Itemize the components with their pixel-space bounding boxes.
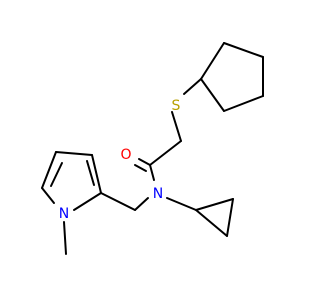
bond-to-nitrogen	[41, 187, 55, 204]
pyrrole-nitrogen-label: N	[59, 206, 69, 222]
bond-ch2-to-carbonyl	[149, 140, 182, 166]
bond-sulfur-to-ch2	[171, 111, 182, 142]
linker-bonds	[100, 192, 149, 211]
sulfur-atom-label: S	[172, 98, 181, 114]
bond	[41, 151, 57, 189]
amide-nitrogen-label: N	[153, 186, 163, 202]
bond	[223, 95, 264, 112]
cyclopropyl-ring	[166, 197, 234, 237]
bond	[91, 154, 102, 194]
molecule-structure: S O N N	[0, 0, 300, 300]
bond-carbonyl-to-oxygen-double	[134, 164, 147, 172]
bond	[55, 151, 93, 156]
bond-nitrogen-to-cyclopropyl	[166, 197, 197, 211]
bond-double	[50, 162, 63, 187]
bond-carbonyl-to-oxygen	[138, 158, 151, 166]
bond-ch2-to-pyrrole	[100, 192, 136, 211]
bond-nitrogen-to-c2	[73, 192, 102, 211]
background	[0, 0, 300, 300]
bond	[195, 209, 228, 237]
pyrrole-ring	[41, 151, 102, 255]
bond-double	[86, 160, 95, 186]
bond	[195, 198, 234, 211]
bond	[200, 78, 225, 112]
oxygen-atom-label: O	[120, 147, 131, 163]
bond	[200, 42, 225, 80]
bond-n-methyl	[63, 221, 67, 255]
cyclopentyl-ring	[200, 42, 264, 112]
bond-carbonyl-to-nitrogen	[149, 164, 155, 181]
bond-ring-to-sulfur	[183, 78, 202, 95]
bond-nitrogen-to-ch2	[134, 197, 149, 211]
structure-canvas: S O N N	[0, 0, 300, 300]
bond	[223, 42, 264, 58]
chain-bonds	[134, 78, 202, 181]
bond	[226, 198, 234, 237]
